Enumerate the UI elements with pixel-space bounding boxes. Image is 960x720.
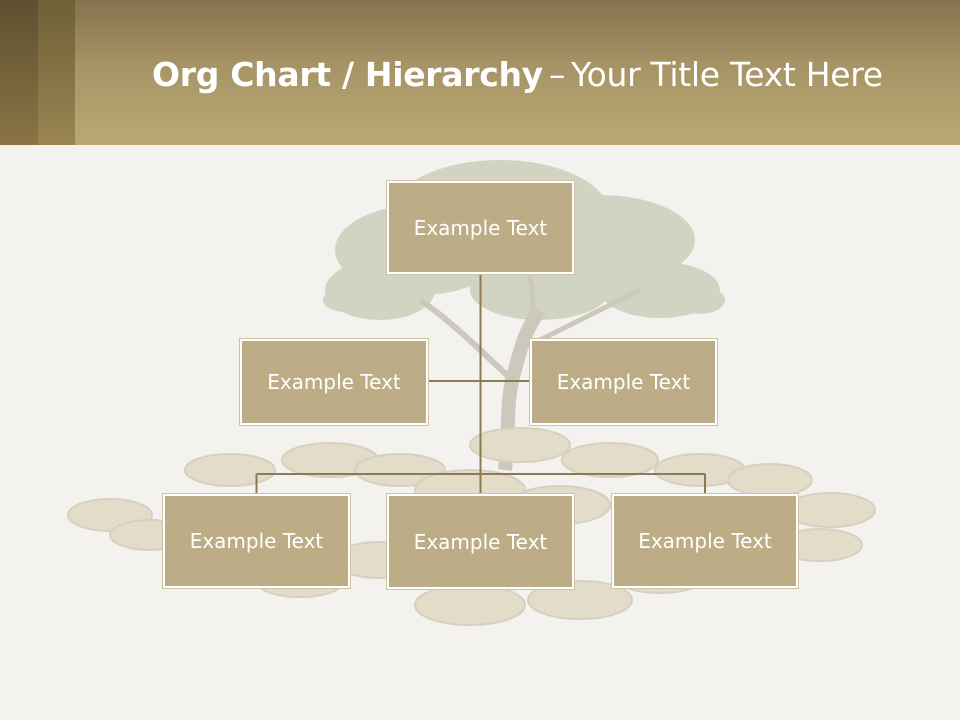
title-bar — [0, 0, 960, 145]
org-node-child-1: Example Text — [163, 494, 350, 588]
org-node-child-2: Example Text — [387, 494, 574, 589]
org-node-child-3: Example Text — [612, 494, 798, 588]
slide-title: Org Chart / Hierarchy–Your Title Text He… — [152, 52, 883, 102]
title-dash: – — [548, 55, 566, 94]
title-bold-part: Org Chart / Hierarchy — [152, 55, 543, 94]
title-regular-part: Your Title Text Here — [571, 55, 883, 94]
org-node-assistant-right: Example Text — [530, 339, 717, 425]
org-node-root: Example Text — [387, 181, 574, 274]
header-accent-strip — [38, 0, 75, 145]
org-node-assistant-left: Example Text — [240, 339, 428, 425]
header-accent-strip — [0, 0, 38, 145]
